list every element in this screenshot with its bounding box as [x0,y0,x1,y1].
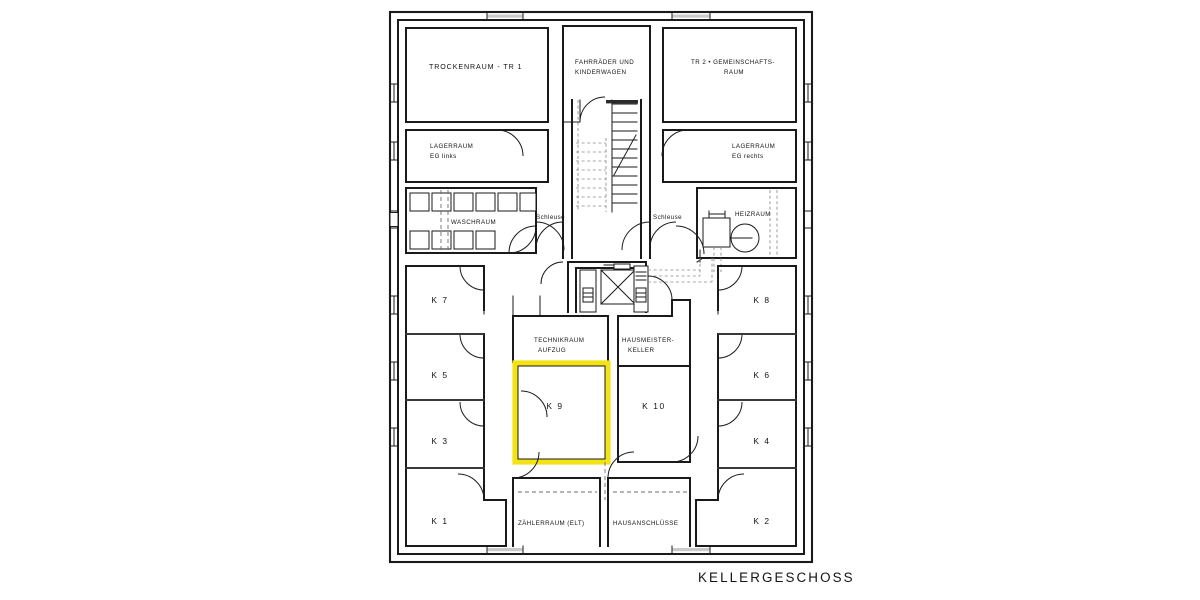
label-k2: K 2 [753,516,770,526]
boiler-unit [702,217,731,248]
room-hausanschluesse: HAUSANSCHLÜSSE [604,451,691,547]
room-hausmeister-keller: HAUSMEISTER- KELLER [617,275,691,367]
label-schleuse-right: Schleuse [653,214,682,221]
room-k4: K 4 [717,399,813,469]
room-tr2-gemeinschaftsraum: TR 2 • GEMEINSCHAFTS- RAUM [662,11,813,123]
label-lagerraum-rechts-l1: LAGERRAUM [732,143,775,150]
label-k9: K 9 [546,401,563,411]
room-k5: K 5 [389,333,485,401]
label-lagerraum-links-l2: EG links [430,153,457,160]
schleuse-doors [508,221,705,255]
label-waschraum: WASCHRAUM [451,219,496,226]
label-technikraum-l2: AUFZUG [538,347,566,354]
room-k9-highlighted[interactable]: K 9 [512,360,611,465]
label-k7: K 7 [431,295,448,305]
label-technikraum-l1: TECHNIKRAUM [534,337,584,344]
label-fahrraeder-line1: FAHRRÄDER UND [575,59,634,66]
label-tr2-line1: TR 2 • GEMEINSCHAFTS- [691,59,775,66]
label-heizraum: HEIZRAUM [735,211,771,218]
room-trockenraum-tr1: TROCKENRAUM - TR 1 [389,11,549,123]
label-hausmeister-l1: HAUSMEISTER- [622,337,674,344]
stairwell-core: Schleuse Schleuse [536,99,682,259]
waschraum-fixtures-top [409,192,537,212]
waschraum-fixtures-bottom [409,230,496,250]
room-heizraum: HEIZRAUM [696,187,813,272]
label-zaehlerraum: ZÄHLERRAUM (ELT) [518,520,585,527]
label-lagerraum-rechts-l2: EG rechts [732,153,764,160]
corridor-walls [405,333,797,469]
label-hausanschluesse: HAUSANSCHLÜSSE [613,520,678,527]
room-fahrraeder-kinderwagen: FAHRRÄDER UND KINDERWAGEN [562,25,651,131]
label-schleuse-left: Schleuse [536,214,565,221]
room-waschraum: WASCHRAUM [389,187,537,254]
room-k3: K 3 [389,399,485,469]
room-k6: K 6 [717,333,813,401]
label-fahrraeder-line2: KINDERWAGEN [575,69,626,76]
stair-flight-upper [606,99,638,213]
room-k1: K 1 [405,467,524,555]
label-hausmeister-l2: KELLER [628,347,655,354]
label-k10: K 10 [642,401,666,411]
room-zaehlerraum-elt: ZÄHLERRAUM (ELT) [512,451,601,547]
label-trockenraum-tr1: TROCKENRAUM - TR 1 [429,63,522,71]
elevator-shaft-block [540,258,713,313]
label-k8: K 8 [753,295,770,305]
room-k2: K 2 [671,467,797,555]
k9-highlight-rect [512,360,611,465]
room-lagerraum-eg-links: LAGERRAUM EG links [389,129,549,183]
label-k4: K 4 [753,436,770,446]
room-k10: K 10 [617,365,699,463]
room-lagerraum-eg-rechts: LAGERRAUM EG rechts [661,129,813,183]
label-k6: K 6 [753,370,770,380]
label-lagerraum-links-l1: LAGERRAUM [430,143,473,150]
label-k1: K 1 [431,516,448,526]
room-k8: K 8 [717,265,813,335]
label-tr2-line2: RAUM [724,69,744,76]
room-k7: K 7 [389,265,485,335]
stair-flight-lower [576,138,607,212]
stair-direction-arrow [613,134,637,176]
label-k5: K 5 [431,370,448,380]
label-k3: K 3 [431,436,448,446]
sheet-title: KELLERGESCHOSS [698,570,855,585]
building-outer-wall [388,10,814,564]
